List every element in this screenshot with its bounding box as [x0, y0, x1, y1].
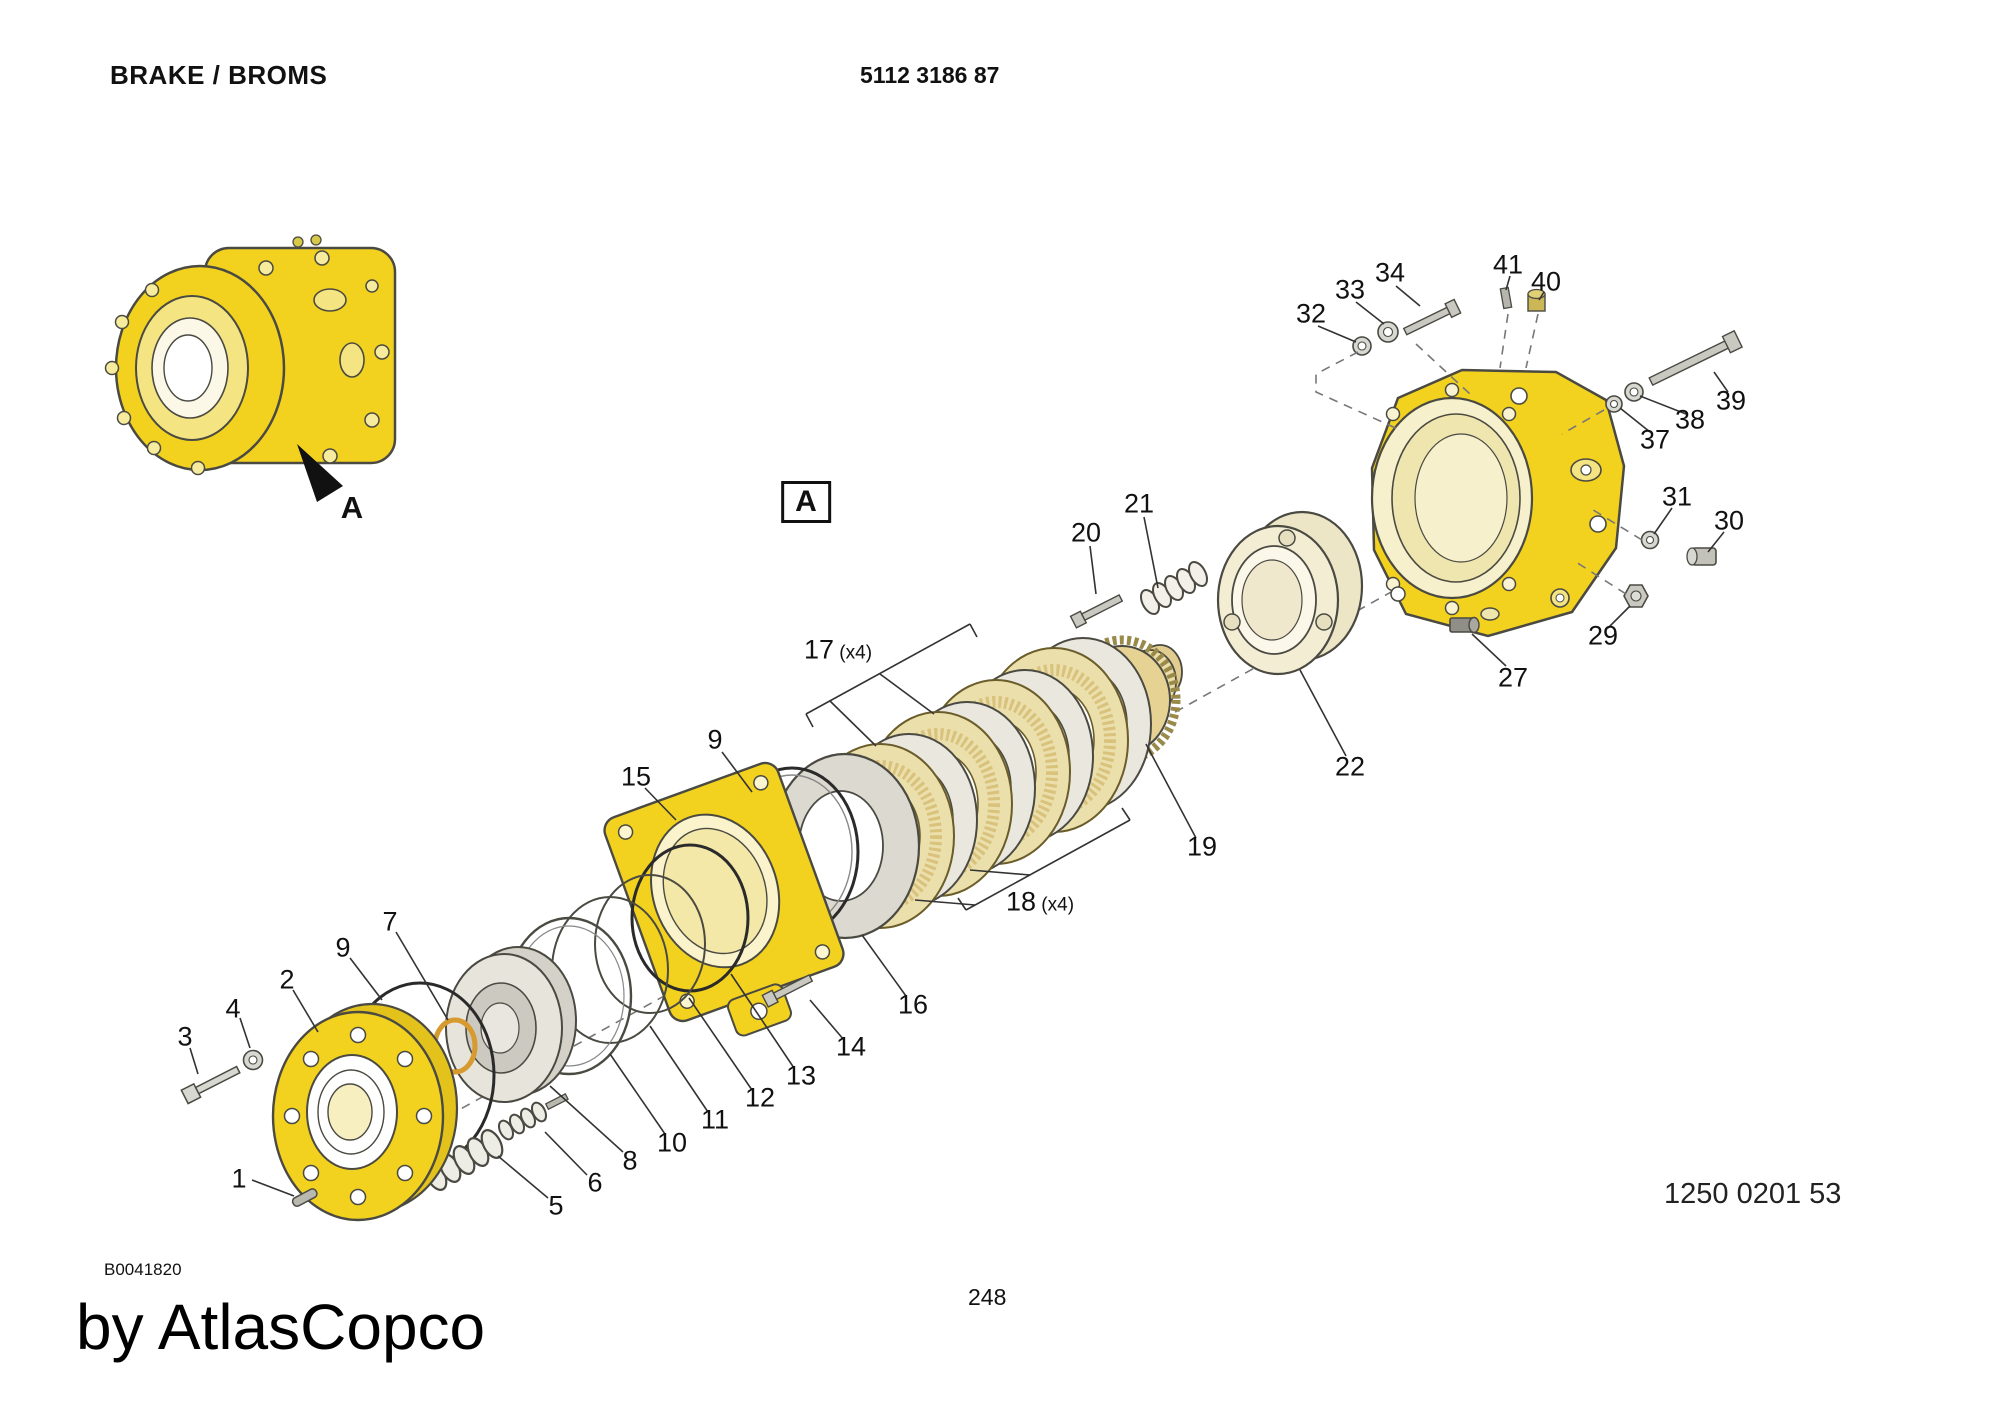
drawing-number: 1250 0201 53 [1664, 1178, 1842, 1210]
part-21-spring [1139, 560, 1209, 616]
part-number: 5112 3186 87 [860, 62, 1000, 88]
part-12-ring [594, 874, 706, 1014]
group-brackets [805, 623, 1131, 911]
part-31-washer [1640, 530, 1660, 550]
part-20-bolt [1069, 593, 1124, 629]
part-3-bolt [180, 1065, 241, 1105]
view-direction-arrow-icon [297, 444, 343, 502]
document-code: B0041820 [104, 1260, 182, 1279]
part-40-pin [1527, 288, 1546, 312]
hardware-dashed-lines [1315, 313, 1643, 595]
part-2-cover-flange [271, 1002, 459, 1222]
part-15-brake-housing [603, 761, 845, 1037]
part-39-bolt [1648, 329, 1744, 387]
part-29-bolt [1623, 584, 1649, 608]
part-38-washer [1624, 382, 1644, 402]
part-27-plug [1449, 616, 1480, 634]
part-34-bolt [1402, 298, 1462, 336]
brand-watermark: by AtlasCopco [76, 1291, 486, 1363]
page-number: 248 [968, 1284, 1007, 1310]
assembled-brake-view [104, 234, 397, 476]
part-8-piston [445, 946, 577, 1103]
part-housing-body [1370, 368, 1626, 638]
page-title: BRAKE / BROMS [110, 60, 328, 90]
part-22-drum [1216, 510, 1364, 676]
part-41-pin [1499, 286, 1513, 310]
part-30-plug [1686, 547, 1717, 566]
part-32-washer [1352, 336, 1372, 356]
part-33-washer [1377, 321, 1399, 343]
leader-lines [189, 275, 1729, 1199]
part-1-pin [291, 1188, 318, 1207]
part-4-washer [242, 1049, 264, 1071]
part-6-spring-pin [497, 1093, 569, 1141]
part-14-bolt [761, 973, 814, 1008]
part-37-washer [1605, 395, 1623, 413]
